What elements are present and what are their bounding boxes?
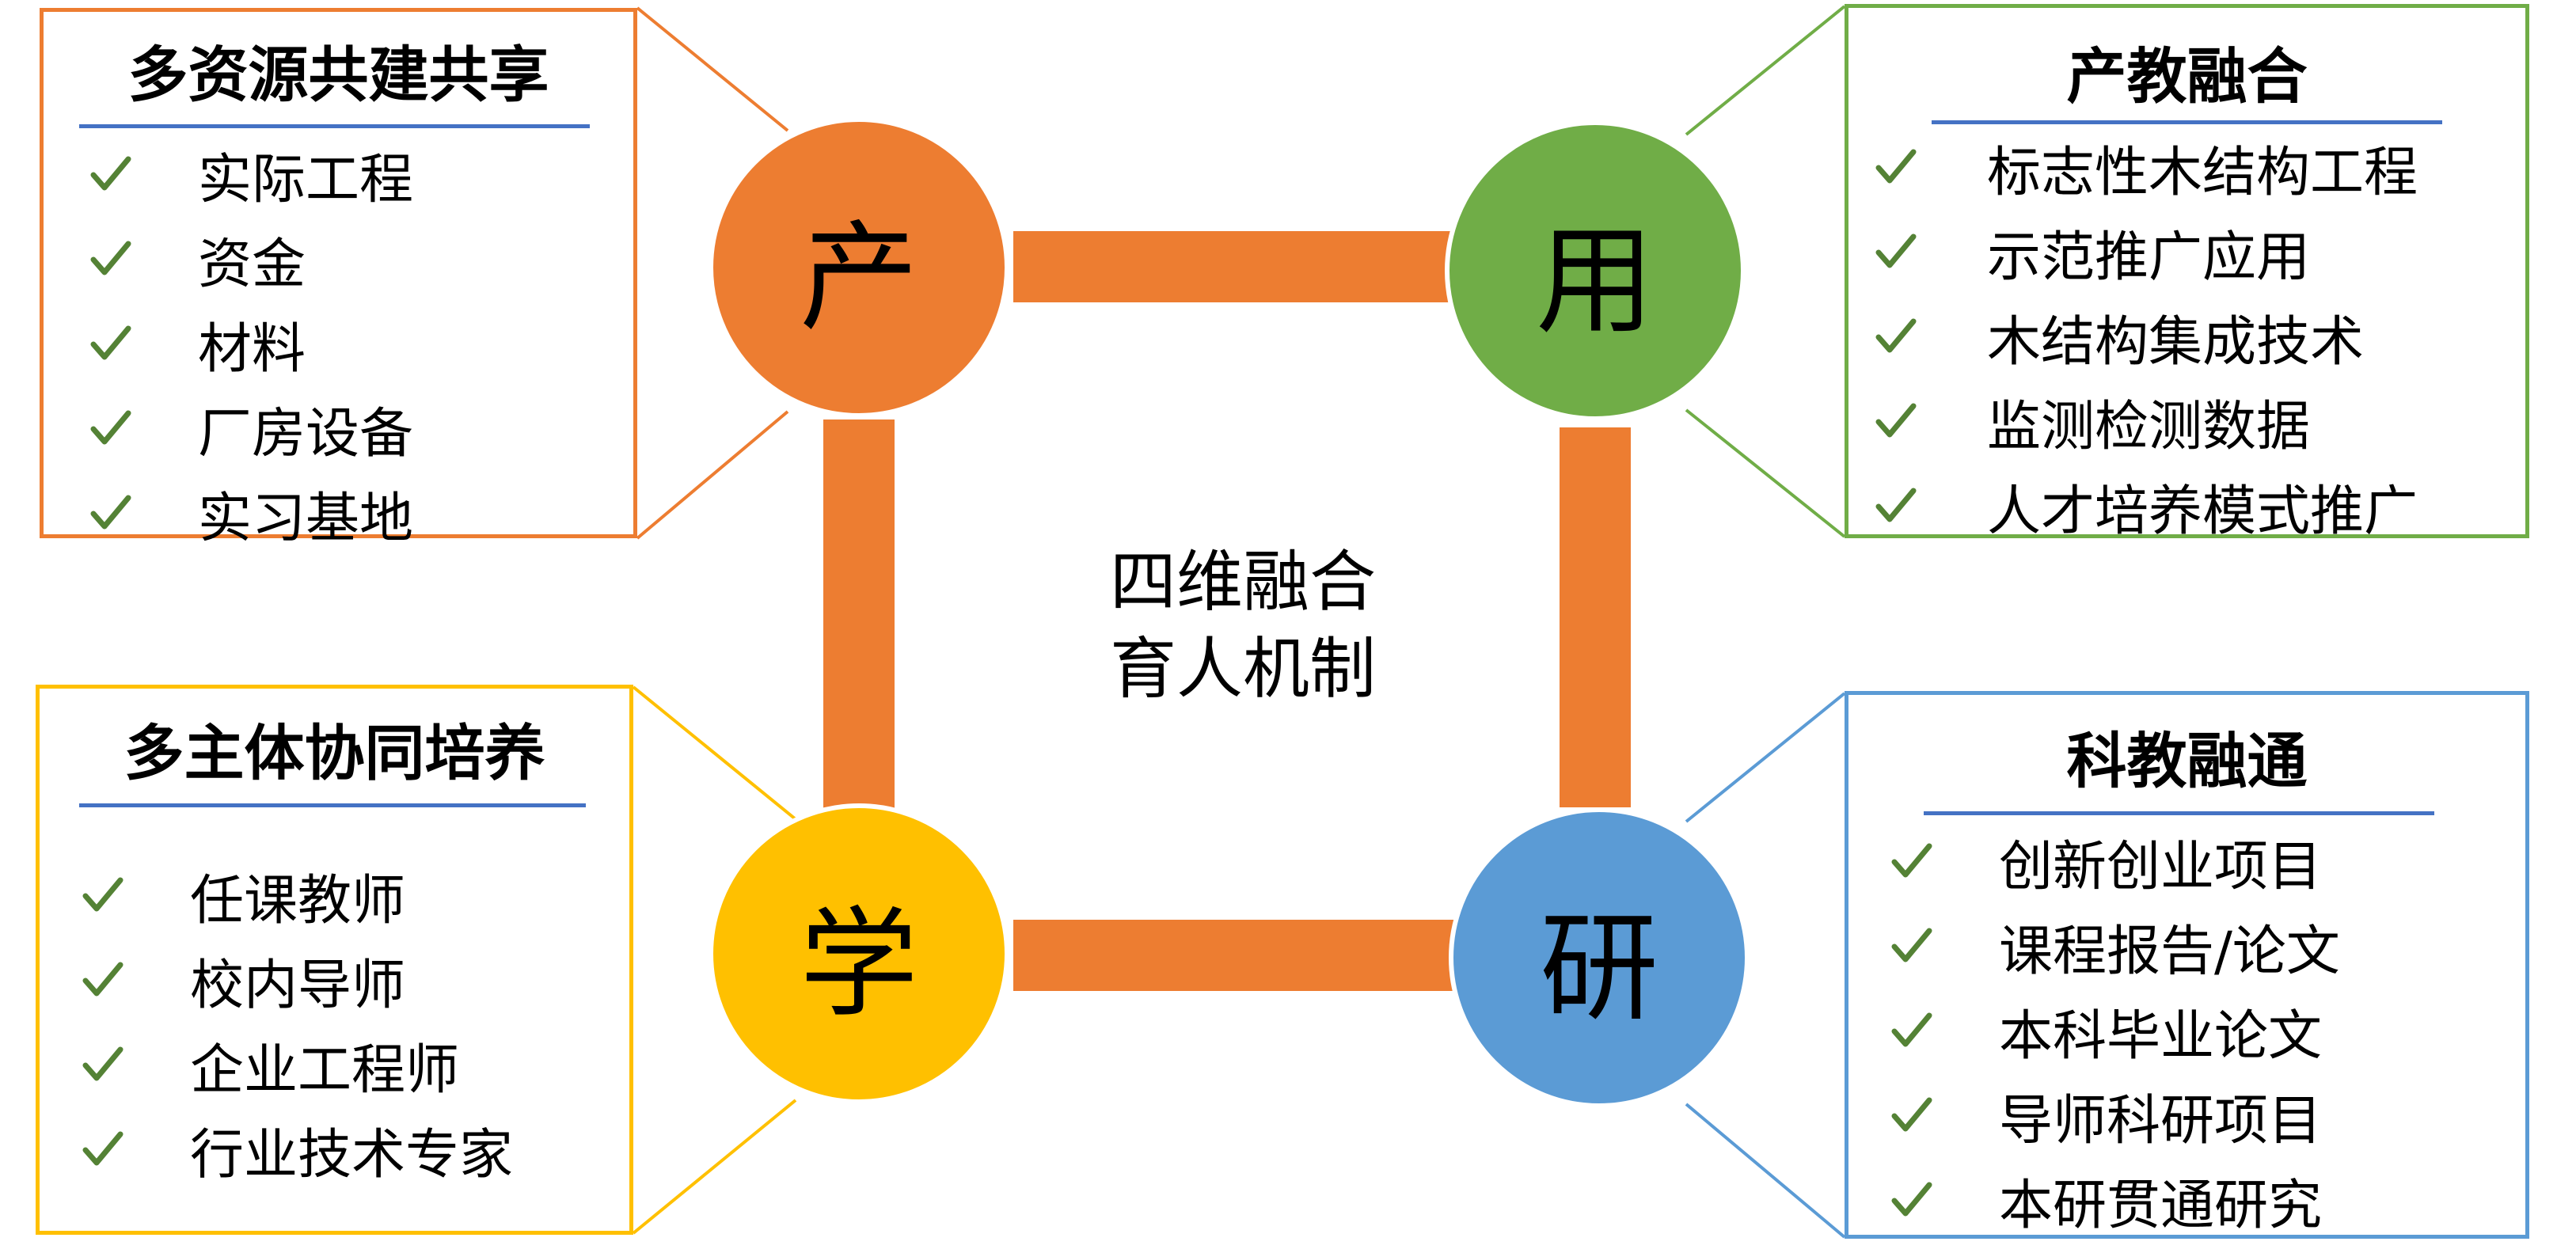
callout-line xyxy=(636,410,789,540)
check-icon xyxy=(1888,1008,1936,1055)
list-item: 导师科研项目 xyxy=(1888,1073,2521,1158)
box-resources: 多资源共建共享 实际工程资金材料厂房设备实习基地 xyxy=(40,8,637,550)
check-icon xyxy=(87,321,135,368)
callout-line xyxy=(1685,5,1846,136)
check-icon xyxy=(1872,483,1920,530)
list-item: 材料 xyxy=(87,302,625,386)
check-icon xyxy=(79,1042,127,1089)
check-icon xyxy=(79,872,127,920)
check-icon xyxy=(79,957,127,1004)
node-yan: 研 xyxy=(1449,807,1750,1108)
connector-bar-bottom xyxy=(1013,920,1461,991)
callout-line xyxy=(1685,692,1846,823)
title-underline xyxy=(79,803,586,807)
check-icon xyxy=(79,1126,127,1174)
list-item: 示范推广应用 xyxy=(1872,210,2521,294)
box-industry-education: 产教融合 标志性木结构工程示范推广应用木结构集成技术监测检测数据人才培养模式推广 xyxy=(1845,4,2529,543)
connector-bar-right xyxy=(1560,427,1631,807)
callout-line xyxy=(1685,408,1846,538)
list-item: 人才培养模式推广 xyxy=(1872,464,2521,549)
check-icon xyxy=(87,236,135,283)
node-xue: 学 xyxy=(709,803,1009,1104)
list-item-label: 校内导师 xyxy=(190,955,406,1017)
list-item-label: 材料 xyxy=(198,318,306,381)
list-item-label: 任课教师 xyxy=(190,870,406,932)
list-item: 创新创业项目 xyxy=(1888,819,2521,904)
list-item-label: 行业技术专家 xyxy=(190,1124,514,1186)
item-list: 实际工程资金材料厂房设备实习基地 xyxy=(87,132,625,556)
list-item-label: 企业工程师 xyxy=(190,1039,460,1102)
list-item-label: 本科毕业论文 xyxy=(1999,1005,2323,1068)
check-icon xyxy=(1872,144,1920,192)
list-item-label: 监测检测数据 xyxy=(1987,396,2311,458)
list-item-label: 本研贯通研究 xyxy=(1999,1175,2323,1237)
callout-line xyxy=(632,685,797,821)
list-item: 木结构集成技术 xyxy=(1872,294,2521,379)
node-chan: 产 xyxy=(709,117,1009,418)
title-underline xyxy=(1932,120,2442,124)
list-item: 本科毕业论文 xyxy=(1888,989,2521,1073)
list-item: 企业工程师 xyxy=(79,1023,625,1107)
check-icon xyxy=(1888,923,1936,970)
callout-line xyxy=(636,6,789,132)
list-item: 行业技术专家 xyxy=(79,1107,625,1192)
check-icon xyxy=(1888,838,1936,886)
list-item: 标志性木结构工程 xyxy=(1872,125,2521,210)
node-yong: 用 xyxy=(1445,120,1746,421)
list-item-label: 人才培养模式推广 xyxy=(1987,480,2418,543)
center-label: 四维融合 育人机制 xyxy=(1053,538,1433,712)
center-label-line2: 育人机制 xyxy=(1109,630,1376,708)
callout-line xyxy=(1685,1103,1846,1239)
list-item-label: 厂房设备 xyxy=(198,403,414,465)
title-underline xyxy=(1924,811,2434,815)
list-item-label: 标志性木结构工程 xyxy=(1987,142,2418,204)
box-science-education: 科教融通 创新创业项目课程报告/论文本科毕业论文导师科研项目本研贯通研究 xyxy=(1845,691,2529,1239)
box-title: 多主体协同培养 xyxy=(123,718,545,788)
box-title: 科教融通 xyxy=(2066,726,2308,796)
list-item: 资金 xyxy=(87,217,625,302)
check-icon xyxy=(1872,398,1920,446)
list-item: 任课教师 xyxy=(79,853,625,938)
list-item: 校内导师 xyxy=(79,938,625,1023)
item-list: 标志性木结构工程示范推广应用木结构集成技术监测检测数据人才培养模式推广 xyxy=(1872,125,2521,549)
list-item-label: 实际工程 xyxy=(198,149,414,211)
item-list: 任课教师校内导师企业工程师行业技术专家 xyxy=(79,853,625,1192)
check-icon xyxy=(1888,1092,1936,1140)
title-underline xyxy=(79,124,590,128)
list-item-label: 资金 xyxy=(198,233,306,296)
list-item-label: 导师科研项目 xyxy=(1999,1090,2323,1152)
box-title: 多资源共建共享 xyxy=(127,40,549,110)
list-item: 实习基地 xyxy=(87,471,625,556)
connector-bar-left xyxy=(823,419,895,815)
center-label-line1: 四维融合 xyxy=(1109,543,1376,621)
list-item-label: 课程报告/论文 xyxy=(1999,921,2340,983)
item-list: 创新创业项目课程报告/论文本科毕业论文导师科研项目本研贯通研究 xyxy=(1888,819,2521,1243)
connector-bar-top xyxy=(1013,231,1461,302)
check-icon xyxy=(1888,1177,1936,1224)
box-title: 产教融合 xyxy=(2066,41,2308,112)
list-item: 厂房设备 xyxy=(87,386,625,471)
list-item: 实际工程 xyxy=(87,132,625,217)
check-icon xyxy=(87,490,135,537)
list-item: 本研贯通研究 xyxy=(1888,1158,2521,1243)
check-icon xyxy=(87,151,135,199)
check-icon xyxy=(87,405,135,453)
box-multi-party-training: 多主体协同培养 任课教师校内导师企业工程师行业技术专家 xyxy=(36,685,633,1235)
list-item: 监测检测数据 xyxy=(1872,379,2521,464)
check-icon xyxy=(1872,229,1920,276)
list-item-label: 创新创业项目 xyxy=(1999,836,2323,898)
check-icon xyxy=(1872,313,1920,361)
callout-line xyxy=(632,1099,797,1235)
list-item-label: 示范推广应用 xyxy=(1987,226,2311,289)
list-item-label: 实习基地 xyxy=(198,488,414,550)
list-item-label: 木结构集成技术 xyxy=(1987,311,2365,374)
list-item: 课程报告/论文 xyxy=(1888,904,2521,989)
